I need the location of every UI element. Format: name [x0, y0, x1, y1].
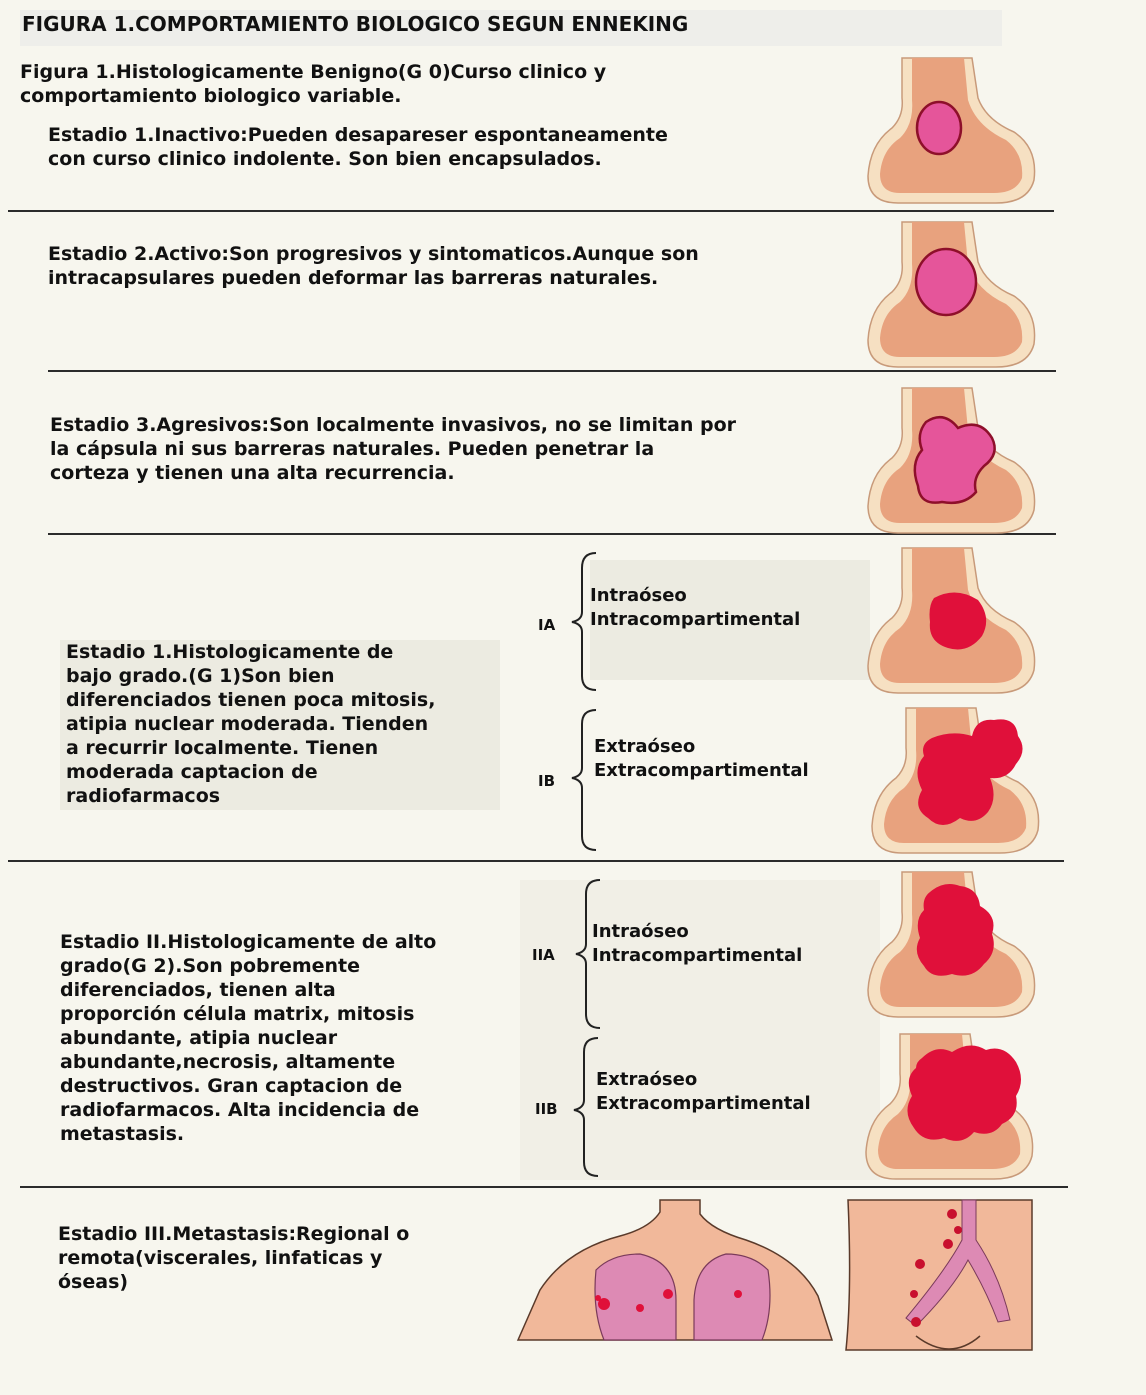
pelvis-lymphatics-illustration [846, 1200, 1032, 1350]
bracket-ib [572, 710, 596, 850]
bone-stage-ia-illustration [868, 548, 1035, 693]
bracket-ia [572, 553, 596, 690]
bone-stage-2-illustration [868, 222, 1035, 367]
bone-stage-iia-illustration [868, 872, 1035, 1017]
bone-stage-1-illustration [868, 58, 1035, 203]
bone-stage-ib-illustration [872, 708, 1039, 853]
bone-stage-iib-illustration [866, 1034, 1033, 1179]
bracket-iia [576, 880, 600, 1028]
torso-lungs-illustration [518, 1200, 832, 1340]
bone-stage-3-illustration [868, 388, 1035, 533]
bracket-iib [574, 1038, 598, 1176]
